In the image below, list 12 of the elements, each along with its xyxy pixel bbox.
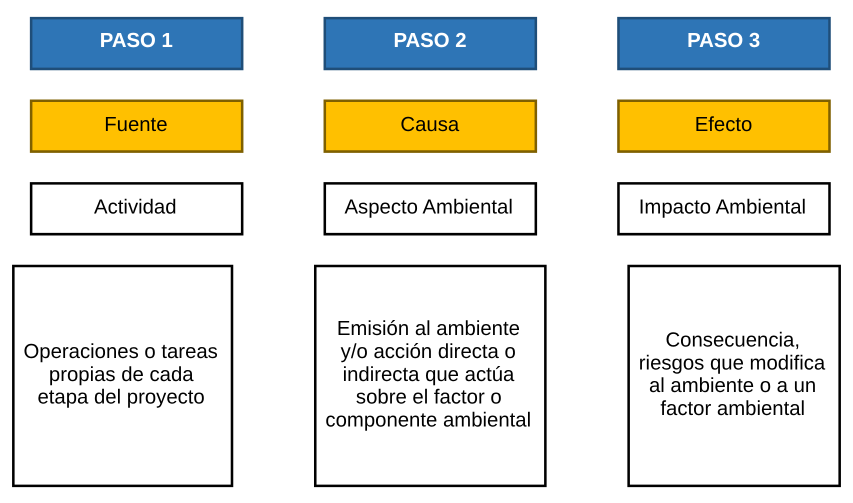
node-box: Causa (324, 98, 538, 152)
node-box: Emisión al ambiente y/o acción directa o indirecta que actúa sobre el factor o componente ambiental (314, 264, 547, 487)
node-box: Efecto (617, 98, 831, 152)
node-box: Fuente (30, 98, 244, 152)
node-box: Aspecto Ambiental (324, 182, 538, 235)
node-box: Impacto Ambiental (617, 182, 831, 235)
node-box: Operaciones o tareas propias de cada etapa del proyecto (12, 264, 234, 487)
node-box: PASO 3 (617, 16, 831, 70)
node-box: Actividad (30, 182, 244, 235)
node-box: PASO 1 (30, 16, 244, 70)
node-box: Consecuencia, riesgos que modifica al ambiente o a un factor ambiental (627, 264, 841, 487)
node-box: PASO 2 (324, 16, 538, 70)
